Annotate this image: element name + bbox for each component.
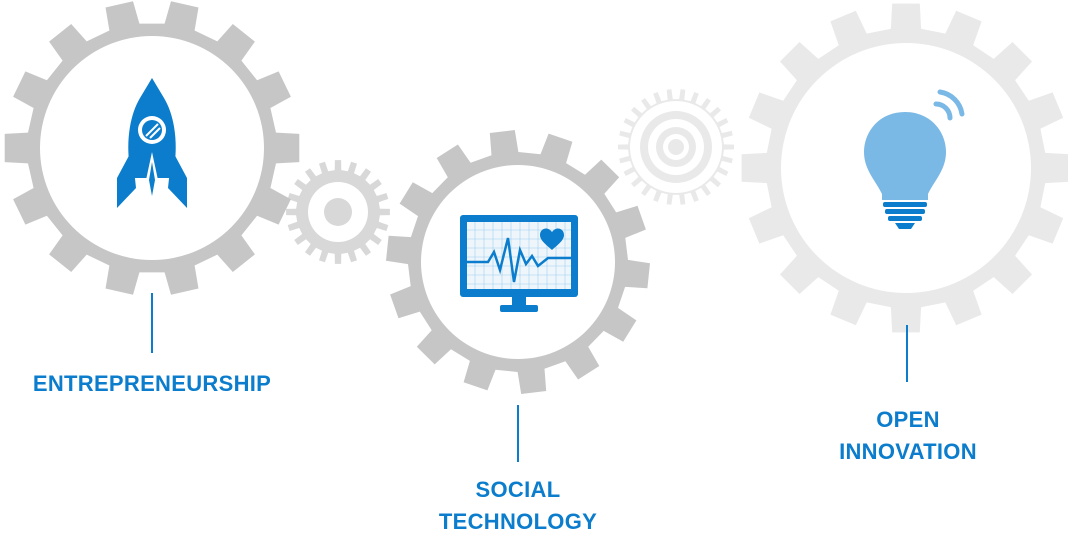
small-gear-left-center (324, 198, 352, 226)
lightbulb-icon (864, 89, 965, 229)
small-gear-left (286, 160, 390, 264)
label-open-innovation: OPEN INNOVATION (839, 407, 977, 464)
connector-line-entrepreneurship (151, 293, 153, 353)
small-gear-right (618, 89, 734, 205)
connector-line-open-innovation (906, 325, 908, 382)
heart-monitor-icon (460, 215, 578, 312)
label-entrepreneurship: ENTREPRENEURSHIP (32, 371, 272, 396)
label-social-technology: SOCIAL TECHNOLOGY (438, 477, 598, 534)
rocket-icon (117, 78, 187, 208)
connector-line-social-technology (517, 405, 519, 462)
small-gear-right-ring-4 (668, 139, 684, 155)
